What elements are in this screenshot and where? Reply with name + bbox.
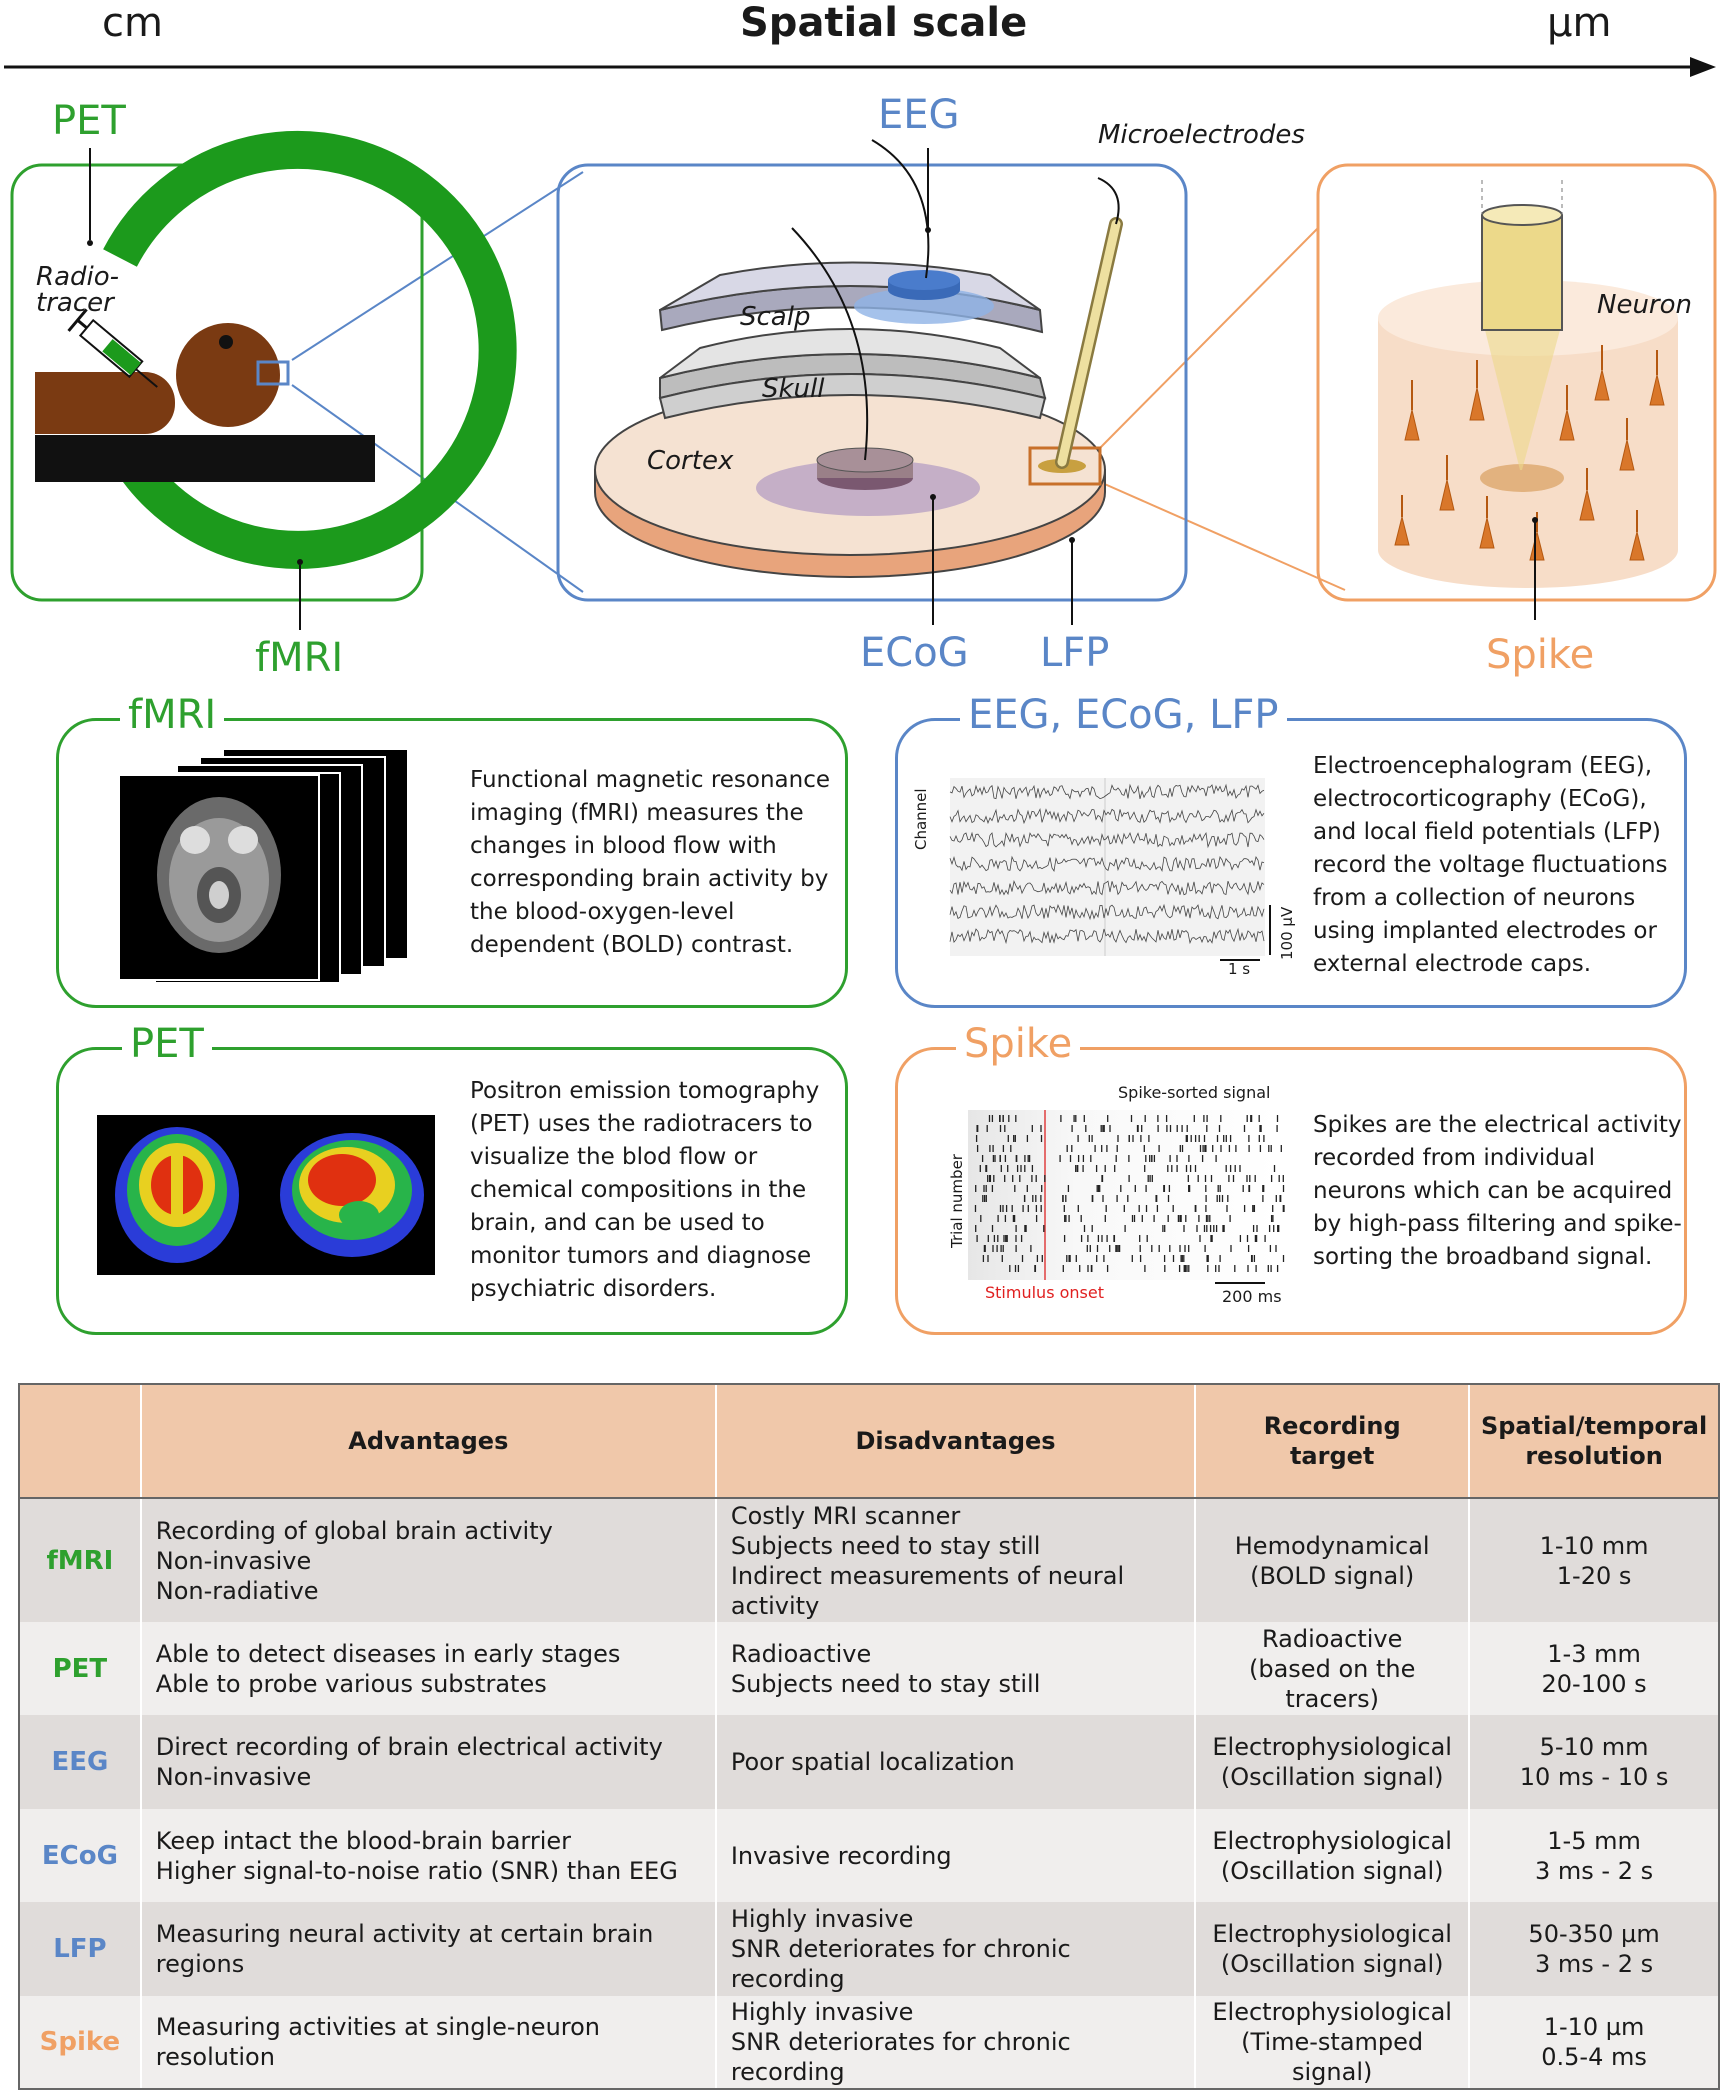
neuron-icon bbox=[1394, 345, 1665, 561]
row-modality: Spike bbox=[18, 1996, 141, 2090]
row-advantages: Measuring activities at single-neuron re… bbox=[139, 1996, 716, 2090]
pet-scan-image bbox=[97, 1115, 435, 1275]
table-row: PET Able to detect diseases in early sta… bbox=[18, 1622, 1720, 1715]
eeg-scale-volt: 100 µV bbox=[1278, 906, 1296, 960]
eeg-panel-title: EEG, ECoG, LFP bbox=[960, 692, 1287, 738]
fmri-label: fMRI bbox=[255, 635, 344, 681]
eeg-trace bbox=[949, 903, 1265, 921]
scale-title: Spatial scale bbox=[740, 0, 1028, 46]
lfp-label: LFP bbox=[1040, 630, 1110, 676]
table-header-cell: Disadvantages bbox=[714, 1383, 1196, 1499]
eeg-trace bbox=[949, 927, 1265, 945]
row-modality: fMRI bbox=[18, 1498, 141, 1622]
pet-panel bbox=[56, 1047, 848, 1335]
row-resolution: 1-3 mm 20-100 s bbox=[1468, 1622, 1720, 1715]
spike-scale-time: 200 ms bbox=[1222, 1287, 1282, 1306]
row-advantages: Measuring neural activity at certain bra… bbox=[139, 1902, 716, 1996]
spike-raster-chart bbox=[968, 1110, 1285, 1284]
stimulus-onset-label: Stimulus onset bbox=[985, 1283, 1104, 1302]
table-row: fMRI Recording of global brain activity … bbox=[18, 1498, 1720, 1622]
row-resolution: 5-10 mm 10 ms - 10 s bbox=[1468, 1715, 1720, 1809]
spike-label: Spike bbox=[1486, 632, 1595, 678]
table-header-cell: Spatial/temporal resolution bbox=[1468, 1383, 1720, 1499]
table-header-row: Advantages Disadvantages Recording targe… bbox=[18, 1383, 1720, 1499]
row-disadvantages: Invasive recording bbox=[714, 1809, 1196, 1902]
scalp-label: Scalp bbox=[740, 302, 811, 332]
fmri-description: Functional magnetic resonance imaging (f… bbox=[470, 767, 831, 958]
row-advantages: Keep intact the blood-brain barrier High… bbox=[139, 1809, 716, 1902]
row-resolution: 1-10 µm 0.5-4 ms bbox=[1468, 1996, 1720, 2090]
scale-arrow bbox=[4, 57, 1716, 77]
row-disadvantages: Costly MRI scanner Subjects need to stay… bbox=[714, 1498, 1196, 1622]
table-header-cell: Advantages bbox=[139, 1383, 716, 1499]
pet-panel-title: PET bbox=[122, 1021, 212, 1067]
fmri-panel bbox=[56, 718, 848, 1008]
eeg-trace bbox=[949, 855, 1265, 872]
table-header-cell bbox=[18, 1383, 141, 1499]
row-target: Radioactive (based on the tracers) bbox=[1194, 1622, 1470, 1715]
skull-label: Skull bbox=[762, 374, 825, 404]
row-modality: ECoG bbox=[18, 1809, 141, 1902]
table-row: EEG Direct recording of brain electrical… bbox=[18, 1715, 1720, 1809]
radiotracer-label-2: tracer bbox=[36, 288, 114, 318]
ecog-label: ECoG bbox=[860, 630, 969, 676]
table-row: ECoG Keep intact the blood-brain barrier… bbox=[18, 1809, 1720, 1902]
pet-label: PET bbox=[52, 98, 126, 144]
row-advantages: Recording of global brain activity Non-i… bbox=[139, 1498, 716, 1622]
row-disadvantages: Poor spatial localization bbox=[714, 1715, 1196, 1809]
row-disadvantages: Highly invasive SNR deteriorates for chr… bbox=[714, 1996, 1196, 2090]
table-row: Spike Measuring activities at single-neu… bbox=[18, 1996, 1720, 2090]
spike-panel bbox=[895, 1047, 1687, 1335]
radiotracer-label-1: Radio- bbox=[36, 262, 120, 292]
fmri-slices-image bbox=[118, 748, 409, 984]
eeg-panel bbox=[895, 718, 1687, 1008]
comparison-table: Advantages Disadvantages Recording targe… bbox=[18, 1383, 1720, 2090]
fmri-panel-title: fMRI bbox=[120, 692, 225, 738]
row-target: Electrophysiological (Oscillation signal… bbox=[1194, 1902, 1470, 1996]
scale-right-label: µm bbox=[1547, 0, 1612, 46]
spike-description: Spikes are the electrical activity recor… bbox=[1313, 1112, 1682, 1270]
top-illustration bbox=[10, 130, 1717, 630]
eeg-traces-chart bbox=[949, 778, 1271, 961]
pet-ring-icon bbox=[103, 130, 517, 569]
eeg-trace bbox=[949, 831, 1265, 849]
row-modality: PET bbox=[18, 1622, 141, 1715]
table-header-cell: Recording target bbox=[1194, 1383, 1470, 1499]
eeg-scale-time: 1 s bbox=[1228, 960, 1251, 978]
row-target: Electrophysiological (Oscillation signal… bbox=[1194, 1715, 1470, 1809]
eeg-label: EEG bbox=[878, 92, 960, 138]
microelectrodes-label: Microelectrodes bbox=[1098, 120, 1305, 150]
row-modality: EEG bbox=[18, 1715, 141, 1809]
cortex-label: Cortex bbox=[647, 446, 734, 476]
spike-ylabel: Trial number bbox=[948, 1154, 966, 1248]
row-disadvantages: Highly invasive SNR deteriorates for chr… bbox=[714, 1902, 1196, 1996]
row-resolution: 1-5 mm 3 ms - 2 s bbox=[1468, 1809, 1720, 1902]
row-resolution: 50-350 µm 3 ms - 2 s bbox=[1468, 1902, 1720, 1996]
row-advantages: Able to detect diseases in early stages … bbox=[139, 1622, 716, 1715]
spike-panel-title: Spike bbox=[956, 1021, 1081, 1067]
row-disadvantages: Radioactive Subjects need to stay still bbox=[714, 1622, 1196, 1715]
eeg-ylabel: Channel bbox=[912, 788, 930, 850]
row-target: Electrophysiological (Time-stamped signa… bbox=[1194, 1996, 1470, 2090]
row-target: Hemodynamical (BOLD signal) bbox=[1194, 1498, 1470, 1622]
row-target: Electrophysiological (Oscillation signal… bbox=[1194, 1809, 1470, 1902]
pet-description: Positron emission tomography (PET) uses … bbox=[470, 1078, 820, 1302]
scale-left-label: cm bbox=[102, 0, 163, 46]
row-advantages: Direct recording of brain electrical act… bbox=[139, 1715, 716, 1809]
row-resolution: 1-10 mm 1-20 s bbox=[1468, 1498, 1720, 1622]
row-modality: LFP bbox=[18, 1902, 141, 1996]
eeg-trace bbox=[949, 807, 1265, 825]
eeg-description: Electroencephalogram (EEG), electrocorti… bbox=[1313, 753, 1668, 977]
table-row: LFP Measuring neural activity at certain… bbox=[18, 1902, 1720, 1996]
syringe-icon bbox=[67, 308, 158, 388]
spike-raster-title: Spike-sorted signal bbox=[1118, 1083, 1271, 1102]
eeg-trace bbox=[949, 879, 1265, 896]
neuron-label: Neuron bbox=[1597, 290, 1692, 320]
eeg-trace bbox=[949, 783, 1265, 800]
